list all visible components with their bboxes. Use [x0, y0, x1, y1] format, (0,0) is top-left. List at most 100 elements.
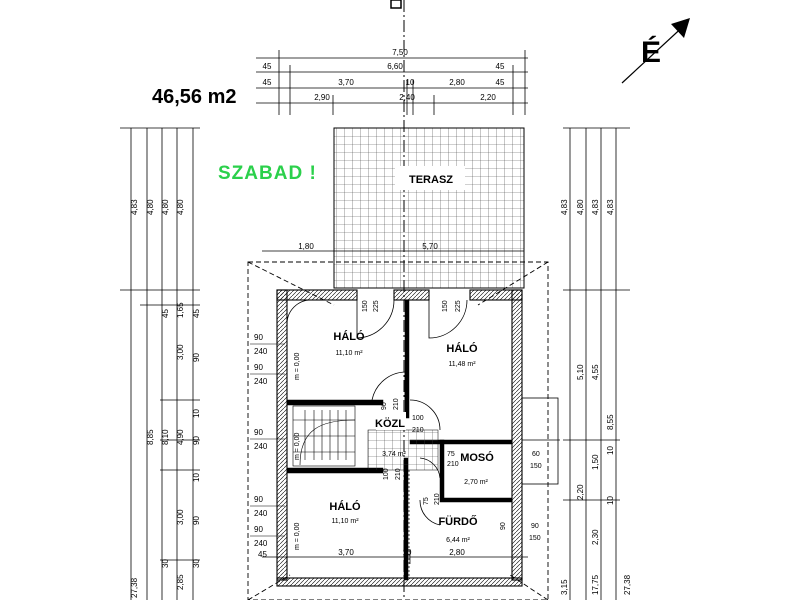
- dim-45-b: 45: [496, 62, 505, 71]
- outer-walls: [276, 289, 523, 587]
- left-opening-ticks: [250, 343, 285, 537]
- svg-text:3,70: 3,70: [338, 548, 354, 557]
- right-dimension-texts: 4,83 3,15 4,80 5,10 2,20 4,83 4,55 1,50 …: [560, 199, 632, 595]
- svg-text:4,80: 4,80: [161, 199, 170, 215]
- wall-height-labels: m = 0,00 m = 0,00 m = 0,00: [294, 352, 301, 550]
- svg-text:HÁLÓ: HÁLÓ: [446, 342, 478, 355]
- dim-45-d: 45: [496, 78, 505, 87]
- svg-text:100: 100: [383, 468, 390, 480]
- floor-area-label: 46,56 m2: [152, 86, 237, 108]
- svg-text:10: 10: [192, 409, 201, 418]
- svg-text:90: 90: [500, 522, 507, 530]
- svg-text:240: 240: [254, 509, 268, 518]
- svg-text:90: 90: [192, 436, 201, 445]
- svg-text:HÁLÓ: HÁLÓ: [333, 330, 365, 343]
- dim-2-40: 2,40: [399, 93, 415, 102]
- svg-text:3,15: 3,15: [560, 579, 569, 595]
- door-swings: [286, 299, 468, 526]
- svg-text:27,38: 27,38: [130, 577, 139, 598]
- svg-text:210: 210: [395, 468, 402, 480]
- svg-text:150: 150: [530, 463, 542, 470]
- svg-text:27,38: 27,38: [623, 574, 632, 595]
- svg-text:8,85: 8,85: [146, 429, 155, 445]
- dim-3-70: 3,70: [338, 78, 354, 87]
- staircase: [292, 405, 356, 467]
- svg-text:150: 150: [529, 535, 541, 542]
- svg-text:4,80: 4,80: [146, 199, 155, 215]
- room-halo-2: HÁLÓ 11,48 m²: [446, 342, 478, 368]
- svg-text:11,10 m²: 11,10 m²: [335, 350, 363, 357]
- svg-text:225: 225: [373, 300, 380, 312]
- room-halo-1: HÁLÓ 11,10 m²: [333, 330, 365, 357]
- left-dimension-lines: [120, 127, 200, 600]
- terrace-label: TERASZ: [409, 174, 453, 186]
- svg-text:11,48 m²: 11,48 m²: [448, 361, 476, 368]
- svg-text:90: 90: [192, 353, 201, 362]
- svg-text:4,90: 4,90: [176, 429, 185, 445]
- svg-text:6,44 m²: 6,44 m²: [446, 537, 470, 544]
- svg-text:4,83: 4,83: [591, 199, 600, 215]
- svg-text:60: 60: [532, 451, 540, 458]
- svg-text:90: 90: [531, 523, 539, 530]
- dim-1-80: 1,80: [298, 242, 314, 251]
- svg-text:2,20: 2,20: [576, 484, 585, 500]
- svg-text:150: 150: [362, 300, 369, 312]
- north-arrow: [621, 18, 690, 84]
- svg-text:240: 240: [254, 539, 268, 548]
- svg-text:1,65: 1,65: [176, 302, 185, 318]
- left-opening-labels: 90 240 90 240 90 240 90 240 90 240 45: [254, 333, 268, 559]
- svg-text:45: 45: [258, 550, 267, 559]
- room-kozl: KÖZL 3,74 m²: [375, 417, 407, 458]
- bottom-inner-dimension-line: [262, 550, 528, 564]
- svg-text:10: 10: [192, 473, 201, 482]
- svg-text:90: 90: [254, 428, 263, 437]
- free-note: SZABAD !: [218, 163, 317, 184]
- svg-text:45: 45: [161, 309, 170, 318]
- svg-text:FÜRDŐ: FÜRDŐ: [438, 515, 478, 528]
- svg-text:3,00: 3,00: [176, 344, 185, 360]
- svg-text:90: 90: [254, 333, 263, 342]
- right-dimension-lines: [563, 127, 630, 600]
- svg-text:4,83: 4,83: [130, 199, 139, 215]
- svg-text:10: 10: [606, 446, 615, 455]
- svg-text:2,30: 2,30: [591, 529, 600, 545]
- svg-text:KÖZL: KÖZL: [375, 417, 405, 430]
- svg-text:210: 210: [393, 398, 400, 410]
- svg-text:11,10 m²: 11,10 m²: [331, 518, 359, 525]
- svg-text:MOSÓ: MOSÓ: [460, 451, 494, 464]
- svg-text:45: 45: [192, 309, 201, 318]
- svg-text:2,70 m²: 2,70 m²: [464, 479, 488, 486]
- svg-text:210: 210: [434, 493, 441, 505]
- svg-text:10: 10: [403, 548, 412, 557]
- dim-7-50: 7,50: [392, 48, 408, 57]
- svg-text:1,50: 1,50: [591, 454, 600, 470]
- svg-text:240: 240: [254, 377, 268, 386]
- dim-45-c: 45: [263, 78, 272, 87]
- landing-grid: [367, 429, 439, 471]
- svg-text:10: 10: [606, 496, 615, 505]
- svg-text:3,74 m²: 3,74 m²: [382, 451, 406, 458]
- svg-text:2,80: 2,80: [449, 548, 465, 557]
- svg-text:210: 210: [412, 427, 424, 434]
- svg-text:210: 210: [447, 461, 459, 468]
- svg-text:240: 240: [254, 347, 268, 356]
- svg-text:4,80: 4,80: [176, 199, 185, 215]
- terrace: [333, 127, 525, 289]
- svg-text:30: 30: [161, 559, 170, 568]
- svg-text:90: 90: [192, 516, 201, 525]
- svg-text:90: 90: [381, 402, 388, 410]
- svg-text:90: 90: [254, 363, 263, 372]
- svg-text:m = 0,00: m = 0,00: [294, 352, 301, 380]
- room-furdo: FÜRDŐ 6,44 m²: [438, 515, 478, 544]
- dim-2-80: 2,80: [449, 78, 465, 87]
- side-projection: [521, 397, 560, 485]
- dim-5-70: 5,70: [422, 242, 438, 251]
- left-dimension-texts: 4,83 27,38 4,80 8,85 4,80 45 8,10 30 4,8…: [130, 199, 201, 598]
- svg-text:2,85: 2,85: [176, 574, 185, 590]
- svg-text:90: 90: [254, 495, 263, 504]
- dim-6-60: 6,60: [387, 62, 403, 71]
- svg-text:75: 75: [447, 451, 455, 458]
- svg-text:100: 100: [412, 415, 424, 422]
- svg-text:m = 0,00: m = 0,00: [294, 522, 301, 550]
- dim-45-a: 45: [263, 62, 272, 71]
